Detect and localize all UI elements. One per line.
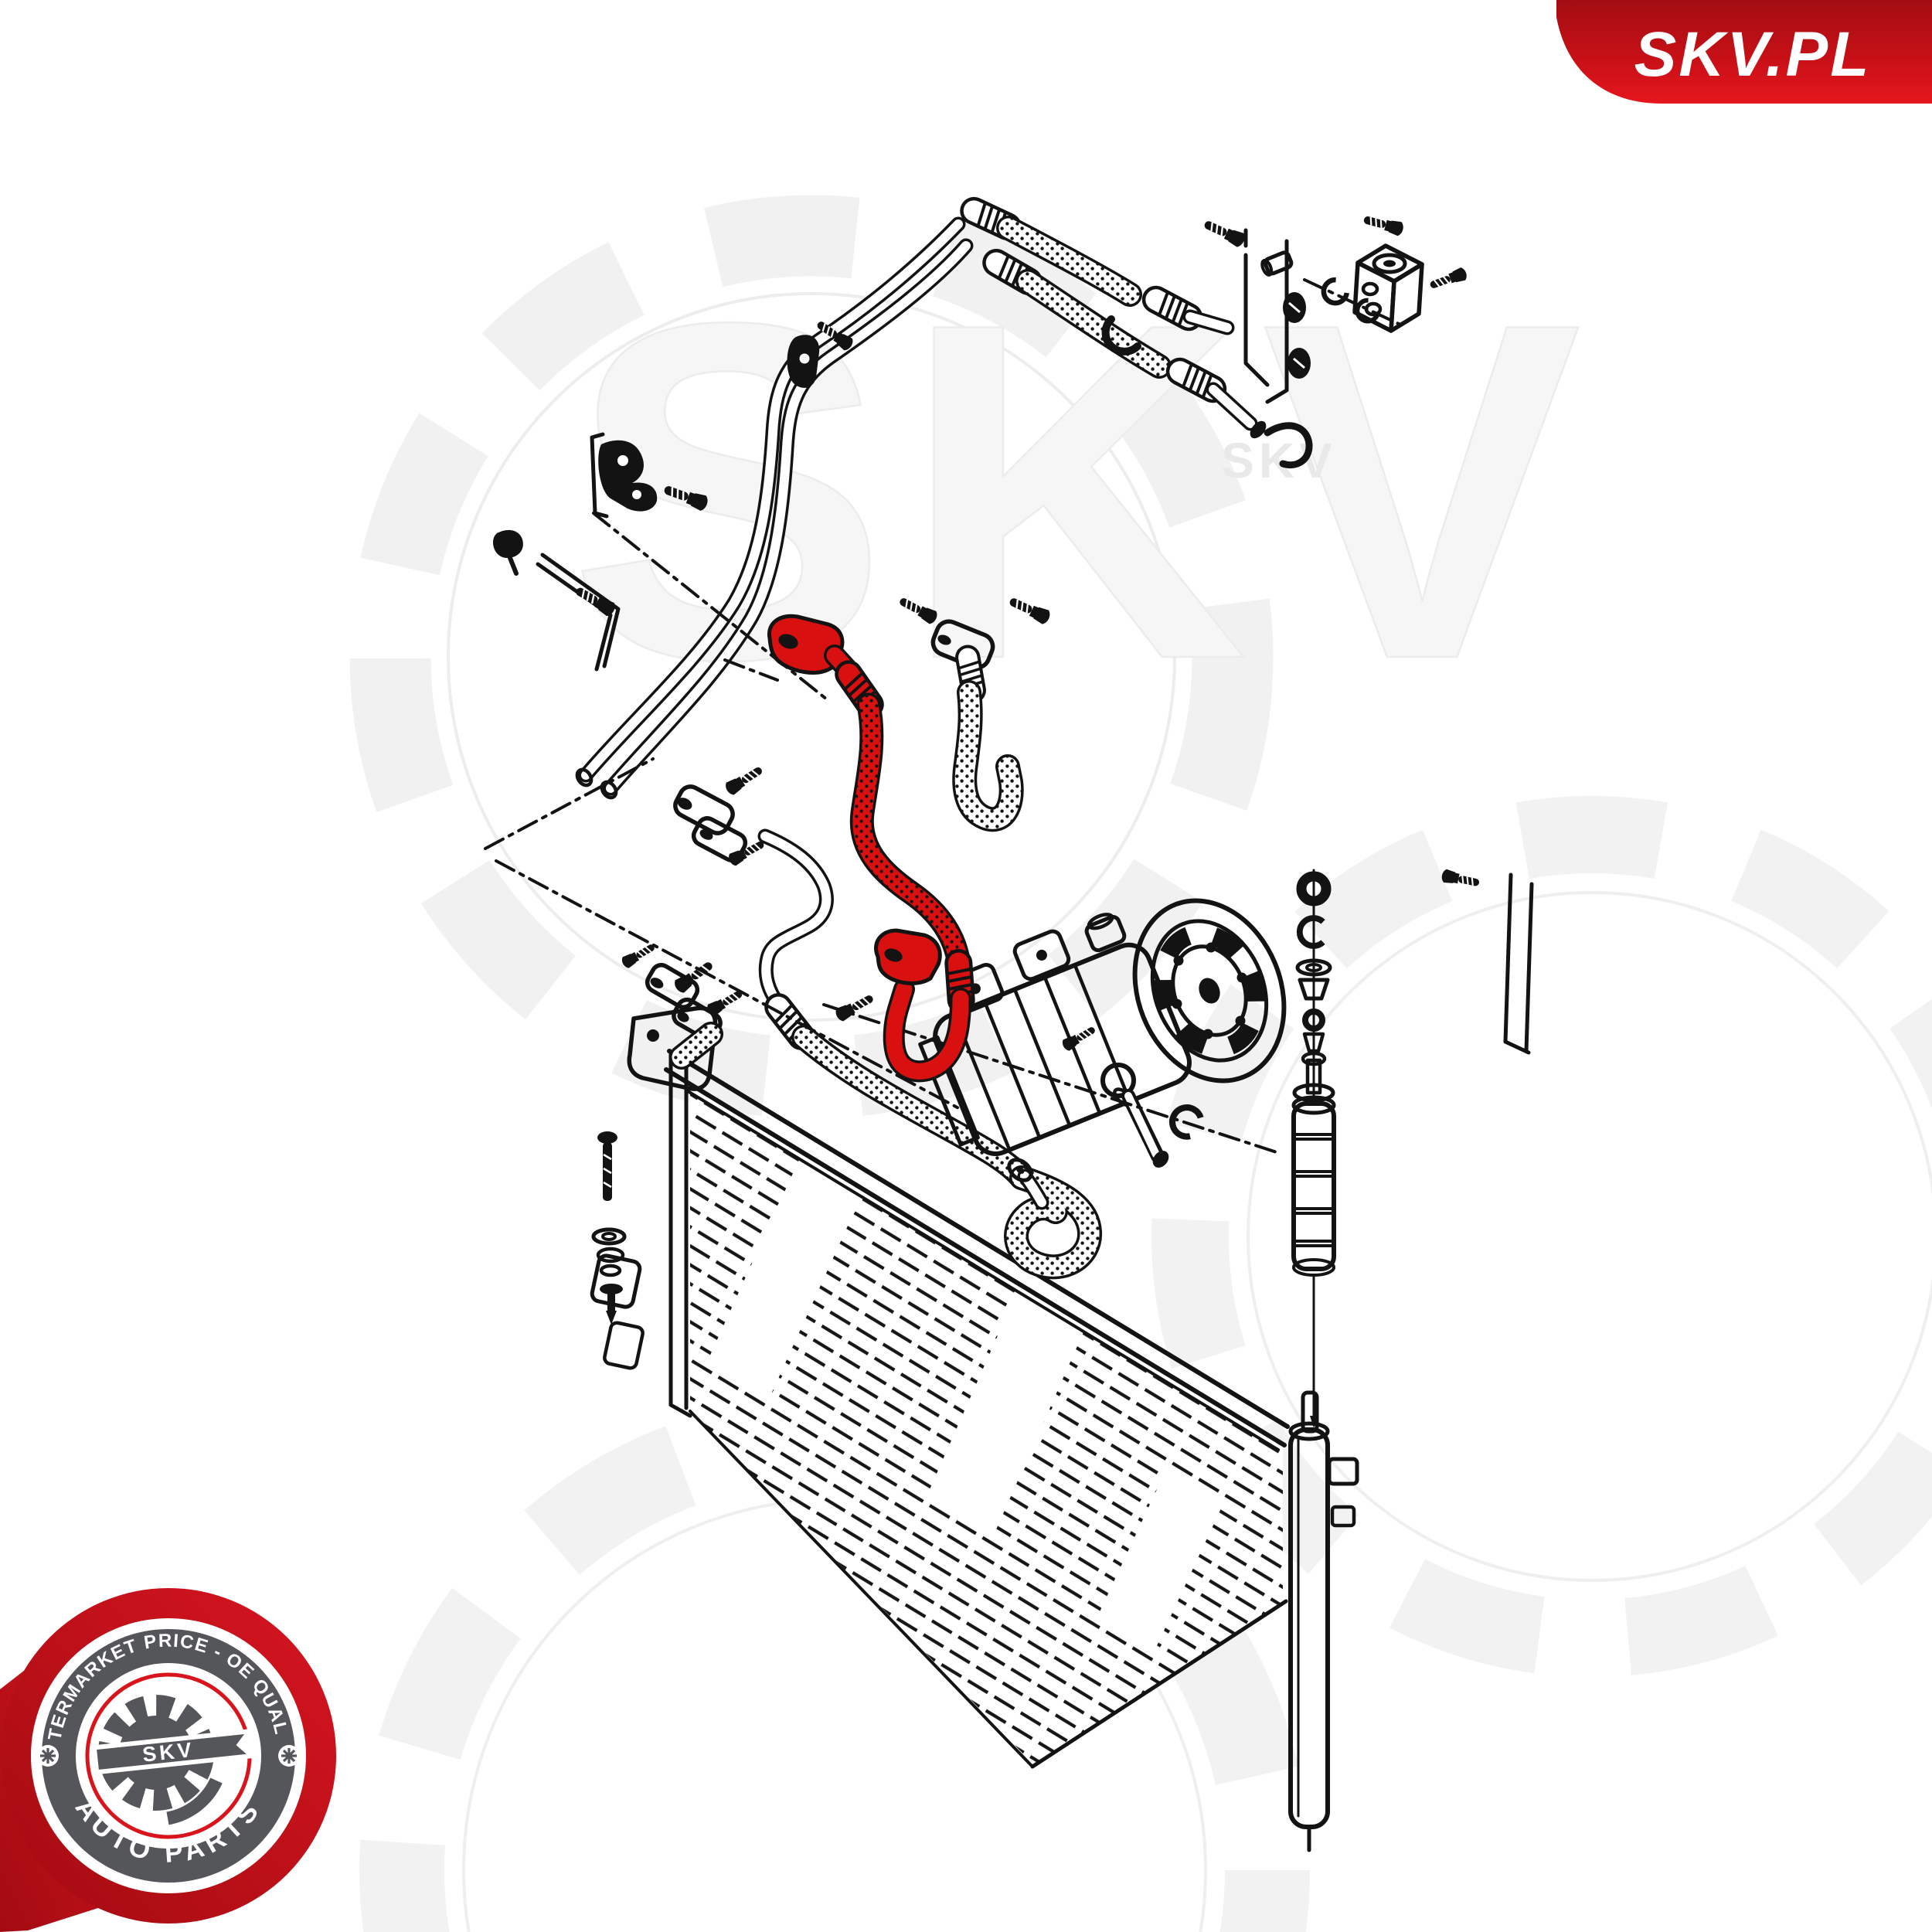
tank-bracket (1327, 1457, 1359, 1486)
watermark-text-small: SKV (1221, 433, 1337, 488)
brand-banner: SKV.PL (1556, 0, 1932, 104)
condenser-left-channel (668, 1052, 692, 1418)
floating-pipe-clamp (590, 432, 711, 519)
badge-ring-text-top: AFTERMARKET PRICE - OE QUALITY (0, 0, 291, 1742)
washer-icon (591, 1227, 627, 1246)
condenser-left-feet (590, 1253, 645, 1370)
seal-cup (1302, 1032, 1325, 1053)
badge-center-text: SKV (141, 1738, 196, 1767)
pipe-end (575, 767, 594, 787)
compressor-port (1084, 914, 1127, 953)
screw-icon (1440, 867, 1481, 891)
expansion-valve-assembly (1200, 211, 1470, 404)
grommet-icon (596, 1247, 625, 1264)
compressor-lug (1012, 929, 1071, 981)
seal-cup (1298, 978, 1330, 1001)
left-bracket-cluster (493, 529, 627, 1325)
banner-text: SKV.PL (1634, 19, 1872, 90)
pipe-clamp-icon (598, 440, 658, 512)
white-return-hose (896, 593, 1053, 832)
badge-star-icon (37, 1745, 59, 1767)
hose-clamp-icon (1101, 315, 1141, 355)
push-pin-icon (600, 1284, 623, 1325)
compressor-rear-bracket (918, 1035, 980, 1147)
pipe-junction-cluster (673, 762, 767, 869)
condenser (590, 957, 1359, 1852)
watermark-gear-icon (1151, 796, 1932, 1677)
pipe-end (600, 780, 618, 800)
screw-icon (722, 762, 767, 798)
receiver-drier-cartridge (1291, 1051, 1336, 1428)
o-ring-icon (1302, 1009, 1325, 1032)
badge-star-icon (278, 1745, 300, 1767)
compressor-mount-plate (1503, 872, 1534, 1055)
washer-icon (1295, 958, 1332, 977)
condenser-top-rail (667, 1049, 1290, 1429)
screw-icon (619, 940, 658, 971)
highlighted-pressure-hose (767, 614, 973, 1083)
pivot-bolt-hardware (1060, 1022, 1202, 1168)
banner-background (1556, 0, 1932, 104)
badge-gear-icon: SKV (90, 1695, 257, 1825)
expansion-valve-block (1352, 243, 1424, 333)
flange (1292, 1083, 1335, 1103)
hook-pipe (1264, 422, 1313, 468)
condenser-inlet-cluster (619, 940, 746, 1070)
fitting-block (645, 963, 700, 1009)
watermark-gear-icon (349, 195, 1274, 1119)
liquid-line (765, 828, 1102, 1280)
skv-badge: AFTERMARKET PRICE - OE QUALITY AUTO PART… (0, 0, 336, 1932)
refrigerant-pipe-pair (575, 199, 1313, 800)
condenser-side-tank (1288, 1390, 1359, 1852)
seal-kit-stack (1292, 869, 1335, 1103)
bracket-rail (536, 553, 621, 672)
sleeve-nut (1260, 250, 1294, 277)
hose-bottom-fitting (874, 928, 942, 985)
hose-end-cap (1007, 1158, 1033, 1182)
hose-end-cap (1250, 420, 1267, 439)
condenser-bottom-edge (1030, 1599, 1288, 1769)
o-ring-icon (1296, 871, 1332, 906)
clip-icon (493, 529, 523, 558)
compressor-clutch (1132, 898, 1287, 1083)
ball-head (1100, 1063, 1136, 1098)
ac-compressor (918, 867, 1534, 1156)
